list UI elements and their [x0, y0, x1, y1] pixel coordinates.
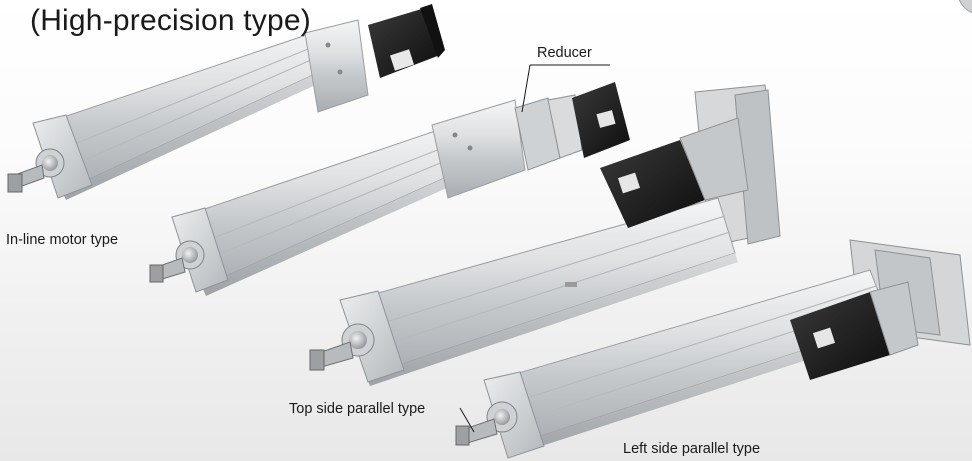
top-side-leader-line: [459, 407, 475, 433]
actuator-with-reducer: [149, 82, 630, 296]
inline-motor-type-label: In-line motor type: [6, 232, 119, 248]
actuator-top-side-parallel: [309, 84, 781, 386]
actuator-inline-motor: [7, 4, 445, 200]
actuator-left-side-parallel: [455, 239, 971, 459]
left-side-parallel-type-label: Left side parallel type: [623, 441, 761, 457]
corner-badge: [958, 0, 972, 14]
reducer-pointer-line: [521, 64, 531, 113]
page-title: (High-precision type): [30, 4, 311, 37]
top-side-parallel-type-label: Top side parallel type: [289, 401, 426, 417]
reducer-label: Reducer: [537, 45, 592, 61]
